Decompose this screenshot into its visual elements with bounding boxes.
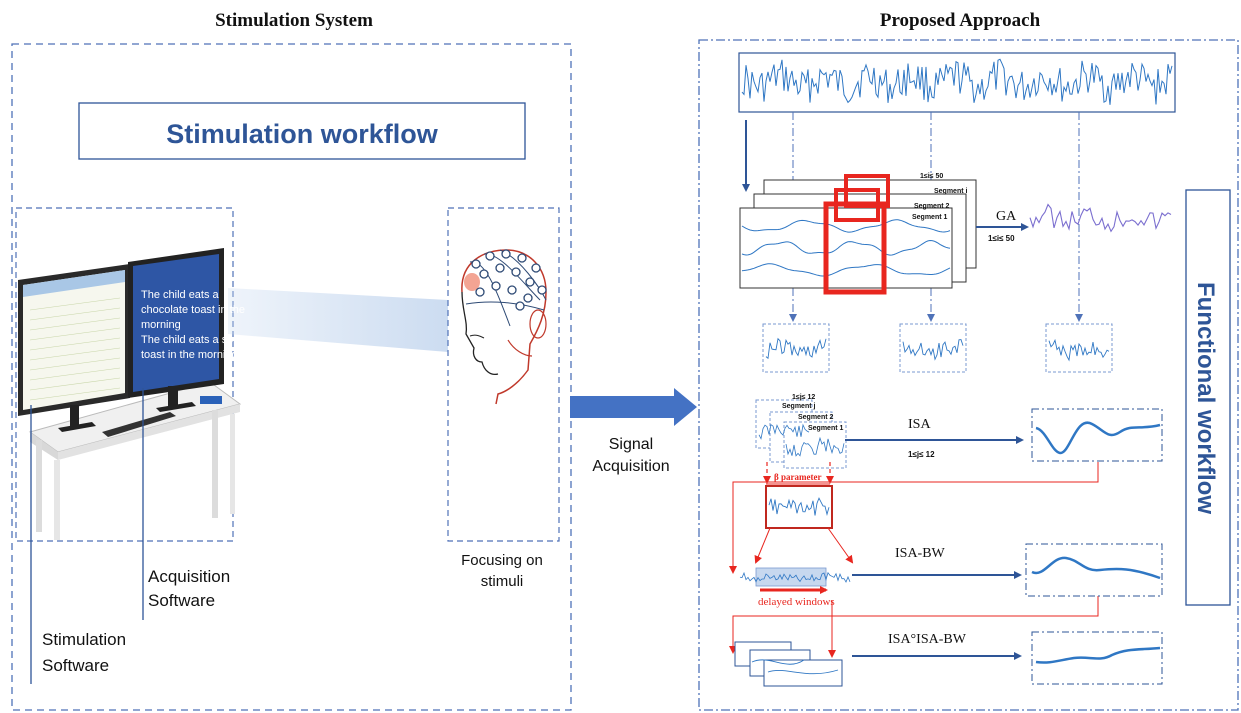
focus-label-1: Focusing on bbox=[461, 552, 543, 569]
stimulus-text: The child eats a chocolate toast in the … bbox=[141, 289, 245, 361]
acquisition-label-2: Software bbox=[148, 591, 215, 610]
delay-split-right bbox=[827, 527, 854, 564]
acquisition-monitor bbox=[18, 264, 130, 432]
delayed-signal bbox=[739, 571, 851, 583]
computer-setup-box bbox=[15, 207, 234, 542]
ga-segment-2: Segment 2 bbox=[914, 203, 950, 210]
combo-result-box bbox=[1031, 631, 1163, 685]
stimulation-label-1: Stimulation bbox=[42, 630, 126, 649]
epoch-box-1 bbox=[762, 323, 830, 373]
delayed-windows-label: delayed windows bbox=[758, 596, 835, 608]
stimulation-label-2: Software bbox=[42, 656, 109, 675]
isa-label: ISA bbox=[908, 417, 931, 432]
combo-result-wave bbox=[1035, 646, 1161, 664]
raw-eeg-signal bbox=[741, 58, 1173, 105]
ga-range-top: 1≤i≤ 50 bbox=[920, 173, 943, 180]
stimulus-line-1: The child eats a bbox=[141, 289, 220, 301]
eeg-electrodes bbox=[471, 249, 547, 311]
beta-window-box bbox=[765, 485, 833, 529]
combo-segment-stack bbox=[734, 641, 843, 687]
stimulus-line-5: toast in the morning bbox=[141, 349, 238, 361]
delay-split-left bbox=[754, 527, 771, 564]
grand-average-signal bbox=[1029, 203, 1172, 233]
stimulation-system-frame bbox=[11, 43, 572, 711]
isa-segment-j: Segment j bbox=[782, 403, 816, 410]
proposed-approach-frame bbox=[698, 39, 1239, 711]
isa-result-wave bbox=[1035, 421, 1161, 455]
functional-workflow-box bbox=[1185, 189, 1231, 606]
isabw-result-box bbox=[1025, 543, 1163, 597]
ga-range-side: 1≤i≤ 50 bbox=[988, 234, 1015, 243]
isa-range-side: 1≤j≤ 12 bbox=[908, 450, 935, 459]
epoch-boxes bbox=[762, 323, 1113, 373]
signal-acquisition-label-1: Signal bbox=[609, 436, 653, 453]
delayed-window-band bbox=[755, 567, 827, 587]
epoch-box-3 bbox=[1045, 323, 1113, 373]
right-panel-title: Proposed Approach bbox=[880, 10, 1041, 31]
desk-illustration bbox=[28, 381, 242, 540]
acquisition-label-1: Acquisition bbox=[148, 567, 230, 586]
stimulus-line-3: morning bbox=[141, 319, 181, 331]
ga-segment-i: Segment i bbox=[934, 188, 968, 195]
stimulus-line-2: chocolate toast in the bbox=[141, 304, 245, 316]
signal-acquisition-arrow bbox=[570, 388, 697, 426]
isabw-label: ISA-BW bbox=[895, 546, 946, 561]
isabw-result-wave bbox=[1031, 556, 1161, 580]
subject-head-box bbox=[447, 207, 560, 542]
beta-window-wave bbox=[768, 497, 830, 517]
stimulation-workflow-box bbox=[78, 102, 526, 160]
focus-label-2: stimuli bbox=[481, 573, 524, 590]
isa-range-top: 1≤j≤ 12 bbox=[792, 394, 815, 401]
stimulation-monitor bbox=[128, 248, 224, 412]
beta-label: β parameter bbox=[774, 472, 821, 482]
combo-label: ISA°ISA-BW bbox=[888, 632, 967, 647]
isa-result-box bbox=[1031, 408, 1163, 462]
isabw-feedback-line bbox=[729, 596, 1099, 654]
ga-label: GA bbox=[996, 209, 1017, 224]
ga-segment-stack bbox=[739, 174, 977, 295]
eeg-head-illustration bbox=[461, 249, 547, 405]
isa-segment-1: Segment 1 bbox=[808, 425, 844, 432]
left-panel-title: Stimulation System bbox=[215, 10, 373, 31]
isa-segment-2: Segment 2 bbox=[798, 414, 834, 421]
stimulation-workflow-label: Stimulation workflow bbox=[166, 119, 439, 149]
isa-segment-stack bbox=[755, 399, 847, 469]
signal-acquisition-label-2: Acquisition bbox=[592, 458, 669, 475]
ga-segment-1: Segment 1 bbox=[912, 214, 948, 221]
epoch-box-2 bbox=[899, 323, 967, 373]
functional-workflow-label: Functional workflow bbox=[1192, 282, 1219, 514]
focus-beam bbox=[228, 288, 448, 352]
stimulus-line-4: The child eats a sock bbox=[141, 334, 245, 346]
isa-feedback-line bbox=[729, 462, 1099, 574]
